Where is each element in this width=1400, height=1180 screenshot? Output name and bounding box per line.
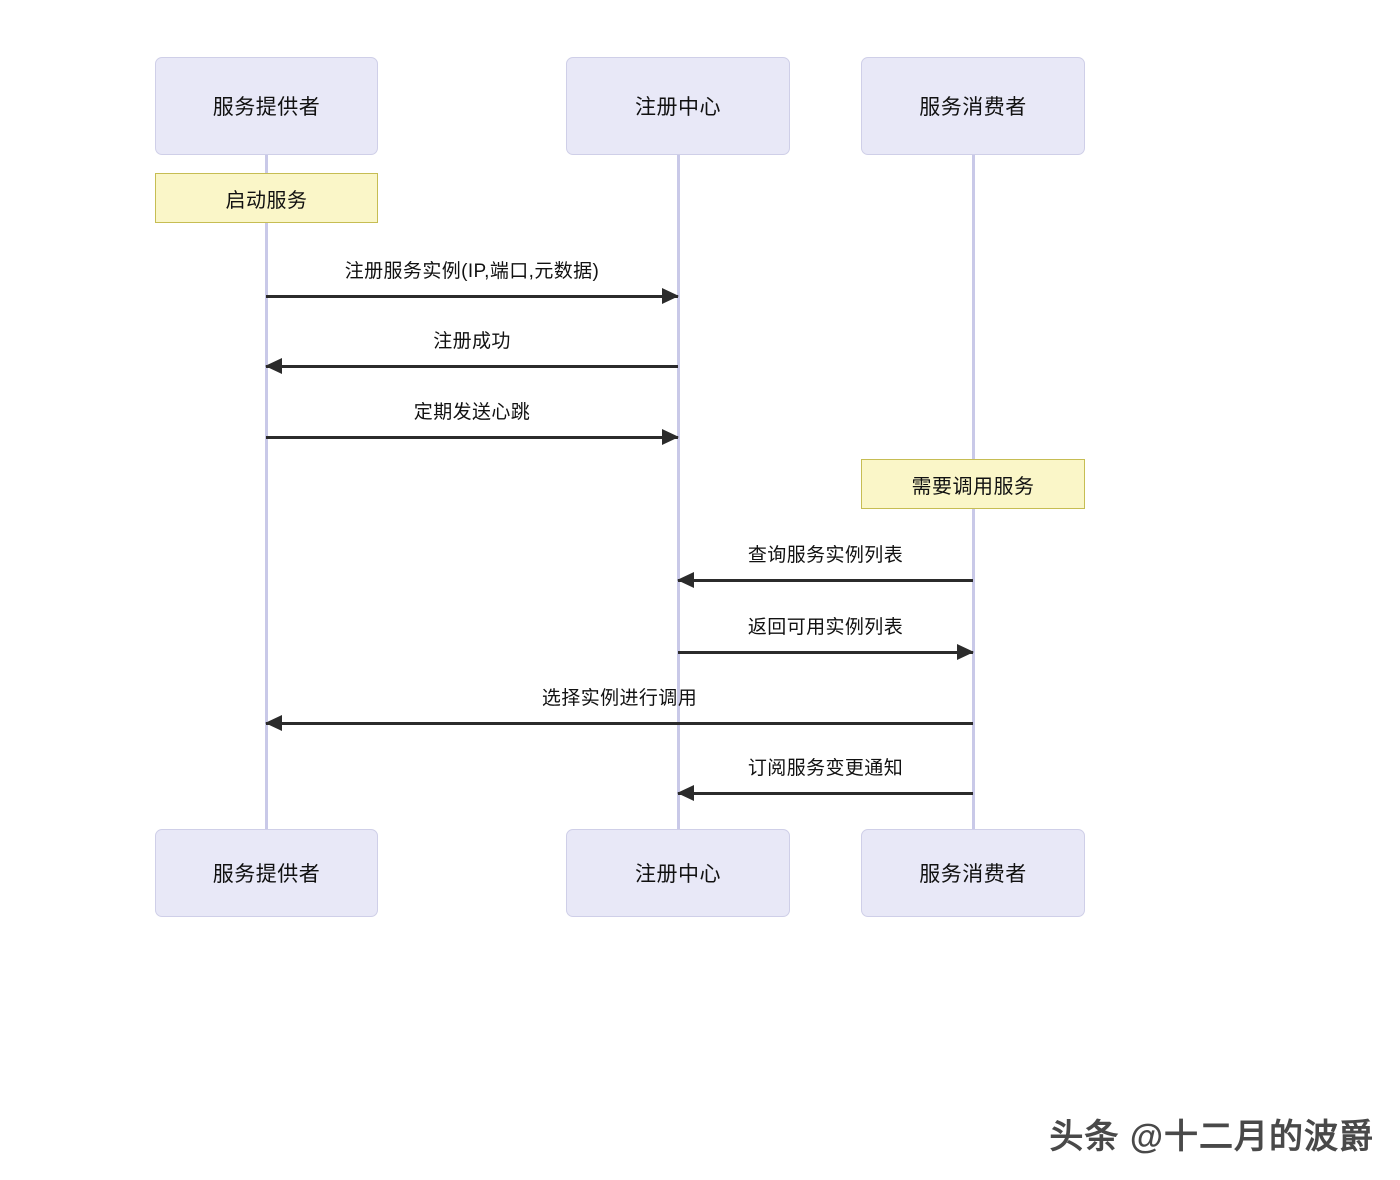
message-line [266, 295, 678, 298]
note-need-invoke[interactable]: 需要调用服务 [861, 459, 1085, 509]
message-label: 注册成功 [433, 331, 511, 352]
message-line [266, 436, 678, 439]
message-line [266, 365, 678, 368]
participant-registry-bottom[interactable]: 注册中心 [566, 829, 790, 917]
participant-label: 服务提供者 [212, 863, 321, 886]
arrowhead-right-icon [957, 644, 974, 660]
participant-registry-top[interactable]: 注册中心 [566, 57, 790, 155]
message-label: 选择实例进行调用 [541, 688, 698, 709]
arrowhead-right-icon [662, 288, 679, 304]
message-label: 注册服务实例(IP,端口,元数据) [344, 261, 600, 282]
participant-consumer-top[interactable]: 服务消费者 [861, 57, 1085, 155]
arrowhead-left-icon [677, 572, 694, 588]
participant-provider-top[interactable]: 服务提供者 [155, 57, 378, 155]
arrowhead-left-icon [677, 785, 694, 801]
message-line [678, 651, 973, 654]
message-line [678, 579, 973, 582]
note-start-service[interactable]: 启动服务 [155, 173, 378, 223]
message-label: 查询服务实例列表 [747, 545, 904, 566]
participant-label: 注册中心 [635, 96, 721, 119]
participant-label: 服务消费者 [919, 96, 1027, 119]
message-label: 定期发送心跳 [413, 402, 531, 423]
note-label: 启动服务 [225, 189, 308, 212]
lifeline-registry [677, 155, 680, 835]
message-label: 订阅服务变更通知 [747, 758, 904, 779]
participant-provider-bottom[interactable]: 服务提供者 [155, 829, 378, 917]
participant-label: 服务提供者 [212, 96, 321, 119]
participant-label: 注册中心 [635, 863, 721, 886]
message-label: 返回可用实例列表 [747, 617, 904, 638]
lifeline-provider [265, 155, 268, 835]
participant-label: 服务消费者 [919, 863, 1027, 886]
message-line [678, 792, 973, 795]
arrowhead-right-icon [662, 429, 679, 445]
participant-consumer-bottom[interactable]: 服务消费者 [861, 829, 1085, 917]
message-line [266, 722, 973, 725]
arrowhead-left-icon [265, 715, 282, 731]
note-label: 需要调用服务 [911, 475, 1035, 498]
watermark-text: 头条 @十二月的波爵 [1049, 1118, 1374, 1156]
arrowhead-left-icon [265, 358, 282, 374]
